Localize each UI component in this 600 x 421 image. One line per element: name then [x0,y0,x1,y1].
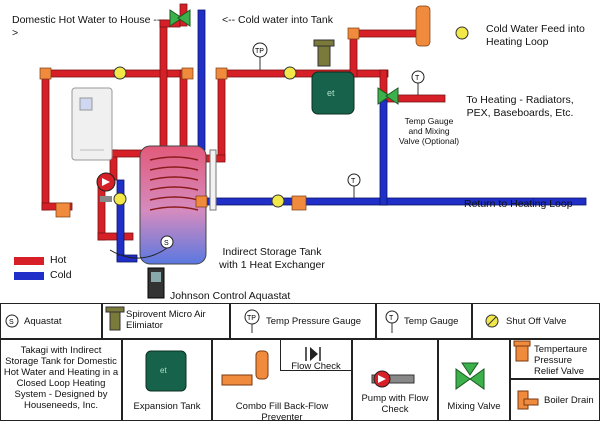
key-cell-temp-gauge [376,303,472,339]
return-loop-label: Return to Heating Loop [464,198,573,210]
johnson-label: Johnson Control Aquastat [170,290,291,302]
flow-check-icon [305,347,321,361]
expansion-tank: et [311,71,355,115]
key-pump-label: Pump with Flow Check [361,393,429,415]
temp-gauge-icon: T [385,310,399,333]
key-cell-tp-gauge [230,303,376,339]
key-spirovent-label: Spirovent Micro Air Elimiator [126,309,206,331]
storage-tank [139,145,217,265]
aquastat-icon: S [5,314,19,328]
pipe-fittings [39,5,431,218]
legend-hot-label: Hot [50,254,67,266]
svg-text:TP: TP [247,315,256,322]
spirovent-icon [313,39,335,67]
symbol-key: S TP T et [0,303,600,421]
key-cell-spirovent [102,303,230,339]
key-mixing-label: Mixing Valve [447,401,501,412]
key-expansion-label: Expansion Tank [133,401,201,412]
t-text: T [351,178,356,185]
boiler-drain-icon [517,390,539,410]
cold-into-tank-label: <-- Cold water into Tank [222,14,333,26]
to-heating-label: To Heating - Radiators, PEX, Baseboards,… [466,94,574,119]
legend-cold-label: Cold [50,269,72,281]
relief-valve-icon [513,340,531,362]
key-aquastat-label: Aquastat [24,316,62,327]
temp-gauge-mixing-label: Temp Gauge and Mixing Valve (Optional) [398,116,460,146]
diagram-drawing: et [39,3,587,299]
svg-text:T: T [389,315,394,322]
spirovent-icon [105,306,125,331]
shut-off-valves [113,26,469,208]
key-combo-fill-label: Combo Fill Back-Flow Preventer [235,401,329,421]
s-text: S [164,240,169,247]
mixing-valve-icon [455,362,485,390]
tp-gauge-icon: TP [252,42,268,70]
key-temp-gauge-label: Temp Gauge [404,316,459,327]
cold-feed-label: Cold Water Feed into Heating Loop [486,23,585,48]
dhw-to-house-label: Domestic Hot Water to House --> [12,14,161,39]
key-drain-label: Boiler Drain [544,395,594,406]
pump-icon [371,370,415,388]
key-relief-label: Tempertaure Pressure Relief Valve [534,344,588,377]
svg-text:et: et [160,366,167,375]
legend-cold-swatch [14,272,44,280]
aquastat-icon: S [109,235,174,259]
tp-text: TP [255,48,264,55]
tank-label: Indirect Storage Tank with 1 Heat Exchan… [219,246,325,271]
expansion-tank-icon: et [145,350,187,392]
key-tp-gauge-label: Temp Pressure Gauge [266,316,362,327]
key-description-label: Takagi with Indirect Storage Tank for Do… [3,345,119,411]
key-cell-aquastat [0,303,102,339]
combo-fill-icon [221,350,269,386]
et-text: et [327,88,335,98]
key-icons: S TP T et [5,306,539,410]
key-cell-flow-check [280,339,352,371]
legend-hot-swatch [14,257,44,265]
johnson-control-icon [147,267,165,299]
pump-icon [96,172,116,202]
mixing-valve-icon [169,9,191,27]
tankless-heater [71,87,113,161]
shut-off-valve-icon [485,314,499,328]
svg-text:S: S [9,319,14,326]
key-flow-check-label: Flow Check [291,361,341,372]
key-shut-off-label: Shut Off Valve [506,316,567,327]
t-text: T [415,75,420,82]
mixing-valve-icon [377,87,399,105]
temp-gauge-icon: T [411,70,425,95]
tp-gauge-icon: TP [244,309,260,333]
temp-gauge-icon: T [347,173,361,198]
